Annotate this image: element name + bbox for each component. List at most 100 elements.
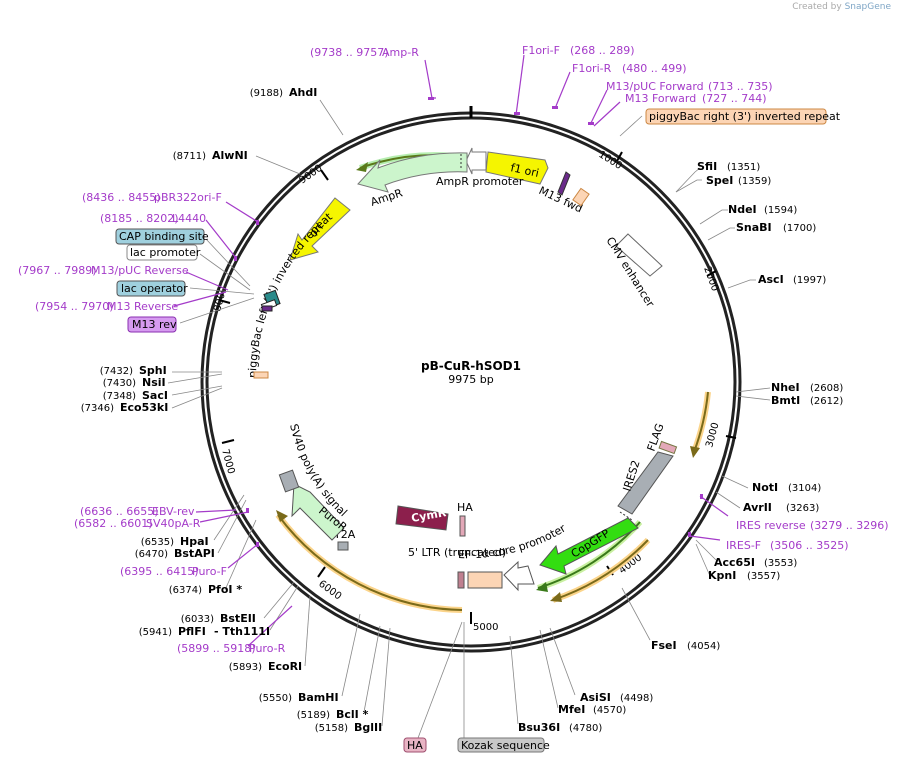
site-asci: AscI: [758, 273, 784, 286]
site-bcli-pos: (5189): [297, 710, 330, 721]
site-sfii-pos: (1351): [727, 162, 760, 173]
primer-puro-f-pos: (6395 .. 6415): [120, 565, 199, 578]
site-eco53ki: Eco53kI: [120, 401, 168, 414]
orf-arrow-puror-core: [277, 514, 463, 611]
primer-m13-fwd: M13 Forward: [625, 92, 696, 105]
site-pfoi-pos: (6374): [169, 585, 202, 596]
site-avrii-pos: (3263): [786, 503, 819, 514]
orf-arrow-ampr-head: [356, 162, 368, 172]
site-bcli: BclI *: [336, 708, 369, 721]
primer-ampr: Amp-R: [382, 46, 419, 59]
site-saci-pos: (7348): [103, 391, 136, 402]
label-kozak: Kozak sequence: [457, 737, 550, 753]
f1-ori-label: f1 ori: [509, 161, 540, 180]
lac-operator-text: lac operator: [121, 282, 188, 295]
lac-promoter-text: lac promoter: [130, 246, 201, 259]
orf-arrow-copgfp-head: [536, 582, 548, 592]
label-lac-operator: lac operator: [116, 280, 188, 297]
credit-prefix: Created by: [792, 2, 842, 12]
cymr-label: CymR: [410, 506, 447, 525]
feature-ori: ori: [289, 197, 351, 261]
plasmid-name: pB-CuR-hSOD1: [421, 359, 521, 373]
site-bsu36i: Bsu36I: [518, 721, 560, 734]
site-sphi-pos: (7432): [100, 366, 133, 377]
label-m13-rev: M13 rev: [127, 316, 177, 333]
site-nsii-pos: (7430): [103, 378, 136, 389]
site-kpni-pos: (3557): [747, 571, 780, 582]
ha-label: HA: [457, 501, 473, 514]
site-spei: SpeI: [706, 174, 733, 187]
orf-arrow-puror-head: [276, 510, 288, 522]
site-bglii-pos: (5158): [315, 723, 348, 734]
site-eco53ki-pos: (7346): [81, 403, 114, 414]
site-alwni-pos: (8711): [173, 151, 206, 162]
primer-sv40pa-r-pos: (6582 .. 6601): [74, 517, 153, 530]
site-bsteii: BstEII: [220, 612, 256, 625]
site-pflfi-pos: (5941): [139, 627, 172, 638]
primer-puro-r: Puro-R: [249, 642, 286, 655]
site-ndei: NdeI: [728, 203, 757, 216]
primer-ampr-pos: (9738 .. 9757): [310, 46, 389, 59]
site-alwni: AlwNI: [212, 149, 248, 162]
site-snabi: SnaBI: [736, 221, 772, 234]
site-bmti: BmtI: [771, 394, 800, 407]
feature-cmv-enhancer: CMV enhancer: [603, 233, 663, 310]
site-asisi: AsiSI: [580, 691, 611, 704]
site-bamhi: BamHI: [298, 691, 339, 704]
feature-lac-cluster: [260, 289, 281, 312]
piggybac-right-text: piggyBac right (3') inverted repeat: [649, 110, 841, 123]
feature-flag: FLAG: [645, 422, 678, 455]
site-bstapi-pos: (6470): [135, 549, 168, 560]
primer-ires-f-pos: (3506 .. 3525): [770, 539, 849, 552]
site-avrii: AvrII: [743, 501, 772, 514]
primer-ires-reverse-pos: (3279 .. 3296): [810, 519, 889, 532]
kozak-text: Kozak sequence: [461, 739, 550, 752]
site-bsteii-pos: (6033): [181, 614, 214, 625]
orf-arrow-5ltr-core: [552, 539, 649, 601]
site-mfei: MfeI: [558, 703, 585, 716]
primer-l4440-pos: (8185 .. 8202): [100, 212, 179, 225]
primer-ires-f: IRES-F: [726, 539, 761, 552]
primer-f1ori-r: F1ori-R: [572, 62, 612, 75]
primer-m13puc-rev-pos: (7967 .. 7989): [18, 264, 97, 277]
feature-f1-ori: f1 ori: [485, 151, 549, 185]
primer-f1ori-r-pos: (480 .. 499): [622, 62, 687, 75]
site-kpni: KpnI: [708, 569, 736, 582]
feature-ha: HA: [457, 501, 473, 537]
primer-ebv-rev: EBV-rev: [152, 505, 195, 518]
primer-ebv-rev-pos: (6636 .. 6655): [80, 505, 159, 518]
plasmid-size: 9975 bp: [448, 373, 493, 386]
site-pflfi: PflFI: [178, 625, 206, 638]
feature-pbr-right-block: [572, 187, 590, 207]
feature-piggybac-left-block: [253, 371, 269, 379]
primer-m13puc-fwd: M13/pUC Forward: [606, 80, 704, 93]
site-asisi-pos: (4498): [620, 693, 653, 704]
site-ndei-pos: (1594): [764, 205, 797, 216]
feature-cymr: CymR: [395, 505, 449, 531]
site-bstapi: BstAPI: [174, 547, 215, 560]
feature-ampr-promoter: AmpR promoter: [436, 147, 524, 188]
site-noti-pos: (3104): [788, 483, 821, 494]
snapgene-credit: Created by SnapGene: [792, 2, 891, 12]
site-hpai: HpaI: [180, 535, 209, 548]
orf-arrow-5ltr-head: [550, 592, 562, 602]
label-ha: HA: [403, 737, 427, 753]
site-bglii: BglII: [354, 721, 382, 734]
label-cap-binding: CAP binding site: [115, 228, 209, 245]
feature-5ltr: 5' LTR (truncated): [408, 546, 506, 589]
primer-f1ori-f-pos: (268 .. 289): [570, 44, 635, 57]
site-fsei-pos: (4054): [687, 641, 720, 652]
feature-ires2: IRES2: [617, 451, 674, 521]
site-nsii: NsiI: [142, 376, 166, 389]
site-acc65i: Acc65I: [714, 556, 755, 569]
site-fsei: FseI: [651, 639, 677, 652]
site-ahdi: AhdI: [289, 86, 317, 99]
primer-puro-r-pos: (5899 .. 5918): [177, 642, 256, 655]
site-sphi: SphI: [139, 364, 167, 377]
site-ecori-pos: (5893): [229, 662, 262, 673]
site-spei-pos: (1359): [738, 176, 771, 187]
site-saci: SacI: [142, 389, 168, 402]
site-ecori: EcoRI: [268, 660, 302, 673]
primer-f1ori-f: F1ori-F: [522, 44, 560, 57]
